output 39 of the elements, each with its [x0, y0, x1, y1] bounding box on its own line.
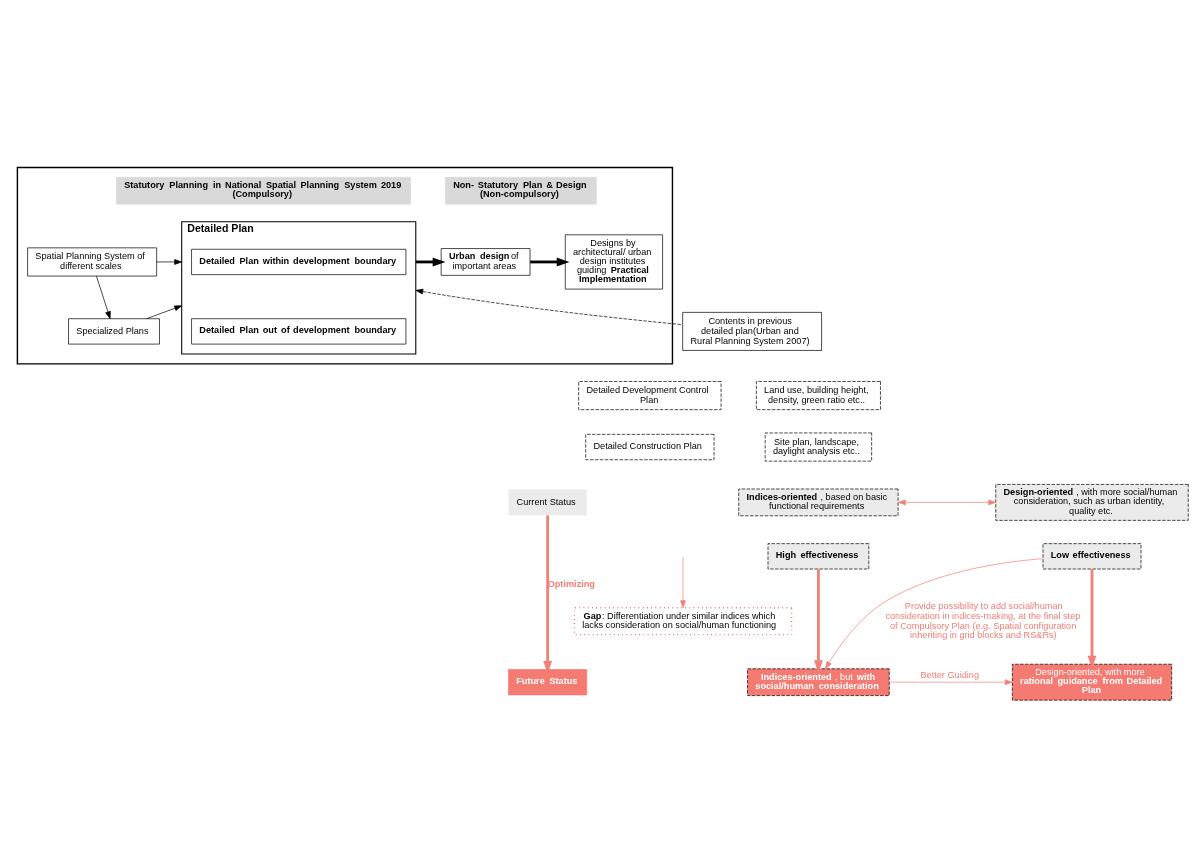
node-box: Land use, building height, density, green ratio etc..	[756, 380, 881, 410]
node-box: Current Status	[508, 488, 587, 515]
node-box: Non- Statutory Plan & Design (Non-compulsory)	[445, 176, 597, 204]
arrow	[96, 275, 111, 319]
arrow	[680, 556, 686, 608]
node-box: Indices-oriented, but with social/human consideration	[747, 667, 890, 696]
node-box: Specialized Plans	[68, 317, 160, 344]
arrow	[415, 257, 446, 266]
node-box: Detailed Development Control Plan	[578, 380, 722, 410]
arrow	[889, 678, 1013, 685]
edge-label: Optimizing	[547, 578, 595, 589]
node-box: Indices-oriented, based on basic functional requirements	[738, 488, 899, 516]
arrow	[156, 258, 183, 265]
node-box: Design-oriented, with more social/human consideration, such as urban identity, quality etc.	[995, 483, 1189, 521]
node-box: Detailed Plan within development boundary	[191, 248, 407, 275]
node-box: Spatial Planning System of different scales	[27, 247, 157, 276]
node-box: Low effectiveness	[1042, 542, 1142, 569]
arrow	[415, 288, 683, 325]
arrow	[897, 499, 997, 505]
edge-label: Provide possibility to add social/human consideration in indices-making, at the final step of Compulsory Plan (e.g. Spatial configuration inheriting in grid blocks and RS&Rs)	[885, 600, 1081, 640]
node-box: Gap: Differentiation under similar indices which lacks consideration on social/human functioning	[573, 606, 793, 635]
arrow	[146, 304, 183, 319]
arrow	[813, 568, 823, 673]
node-box: Statutory Planning in National Spatial Planning System 2019 (Compulsory)	[116, 176, 411, 204]
node-box: Contents in previous detailed plan(Urban and Rural Planning System 2007)	[682, 311, 822, 351]
node-box: Detailed Plan out of development boundary	[191, 317, 407, 344]
node-box: Designs by architectural/ urban design institutes guiding Practical Implementation	[564, 233, 663, 289]
cluster	[16, 166, 674, 365]
arrow	[530, 257, 570, 266]
arrow	[825, 557, 1044, 669]
node-box: Future Status	[508, 668, 588, 695]
edge-label: Better Guiding	[920, 669, 980, 680]
arrow	[543, 514, 553, 674]
node-box: Urban design of important areas	[440, 247, 531, 276]
arrow	[1087, 568, 1097, 668]
node-box: High effectiveness	[767, 542, 870, 569]
node-box: Detailed Construction Plan	[585, 433, 715, 460]
node-box: Design-oriented, with more rational guidance from Detailed Plan	[1011, 663, 1173, 701]
node-box: Site plan, landscape, daylight analysis etc..	[764, 432, 872, 461]
